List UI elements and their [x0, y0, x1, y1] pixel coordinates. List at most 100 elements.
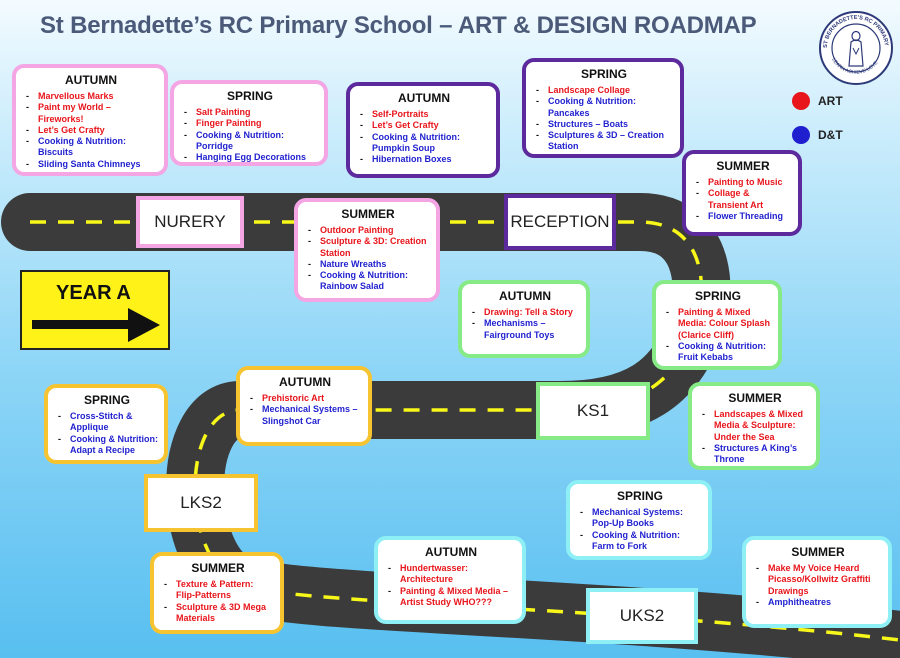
bubble-heading: SUMMER	[728, 391, 782, 405]
bubble-nursery-autumn: AUTUMN Marvellous MarksPaint my World – F…	[12, 64, 168, 176]
bubble-uks2-autumn: AUTUMN Hundertwasser: ArchitecturePaintin…	[374, 536, 526, 624]
list-item: Amphitheatres	[756, 597, 882, 609]
stage-reception: RECEPTION	[504, 194, 616, 250]
bubble-nursery-spring: SPRING Salt PaintingFinger PaintingCookin…	[170, 80, 328, 166]
bubble-ks1-spring: SPRING Painting & Mixed Media: Colour Spl…	[652, 280, 782, 370]
list-item: Mechanical Systems: Pop-Up Books	[580, 507, 702, 530]
list-item: Salt Painting	[184, 107, 318, 119]
bubble-nursery-summer: SUMMER Outdoor PaintingSculpture & 3D: Cr…	[294, 198, 440, 302]
bubble-heading: SPRING	[226, 89, 273, 103]
list-item: Mechanical Systems – Slingshot Car	[250, 404, 362, 427]
bubble-list: Drawing: Tell a StoryMechanisms – Fairgr…	[470, 307, 580, 341]
bubble-heading: AUTUMN	[425, 545, 477, 559]
stage-uks2: UKS2	[586, 588, 698, 644]
list-item: Finger Painting	[184, 118, 318, 130]
bubble-heading: AUTUMN	[65, 73, 117, 87]
list-item: Painting & Mixed Media: Colour Splash (C…	[666, 307, 772, 341]
bubble-list: Outdoor PaintingSculpture & 3D: Creation…	[306, 225, 430, 293]
bubble-list: Marvellous MarksPaint my World – Firewor…	[24, 91, 158, 170]
bubble-lks2-autumn: AUTUMN Prehistoric ArtMechanical Systems …	[236, 366, 372, 446]
bubble-uks2-spring: SPRING Mechanical Systems: Pop-Up BooksCo…	[566, 480, 712, 560]
bubble-list: Landscapes & Mixed Media & Sculpture: Un…	[700, 409, 810, 465]
bubble-reception-autumn: AUTUMN Self-PortraitsLet’s Get CraftyCook…	[346, 82, 500, 178]
bubble-heading: SUMMER	[791, 545, 845, 559]
list-item: Make My Voice Heard Picasso/Kollwitz Gra…	[756, 563, 882, 597]
list-item: Painting to Music	[696, 177, 792, 189]
art-dot-icon	[792, 92, 810, 110]
list-item: Hanging Egg Decorations	[184, 152, 318, 164]
list-item: Sculptures & 3D – Creation Station	[536, 130, 674, 153]
list-item: Sliding Santa Chimneys	[26, 159, 158, 171]
stage-lks2: LKS2	[144, 474, 258, 532]
list-item: Cooking & Nutrition: Pumpkin Soup	[360, 132, 490, 155]
list-item: Cooking & Nutrition: Fruit Kebabs	[666, 341, 772, 364]
bubble-uks2-summer: SUMMER Make My Voice Heard Picasso/Kollwi…	[742, 536, 892, 628]
list-item: Cooking & Nutrition: Biscuits	[26, 136, 158, 159]
page-title: St Bernadette’s RC Primary School – ART …	[40, 12, 757, 39]
list-item: Hundertwasser: Architecture	[388, 563, 516, 586]
dt-dot-icon	[792, 126, 810, 144]
list-item: Landscape Collage	[536, 85, 674, 97]
bubble-list: Landscape CollageCooking & Nutrition: Pa…	[534, 85, 674, 153]
list-item: Cooking & Nutrition: Adapt a Recipe	[58, 434, 158, 457]
bubble-lks2-spring: SPRING Cross-Stitch & AppliqueCooking & N…	[44, 384, 168, 464]
bubble-lks2-summer: SUMMER Texture & Pattern: Flip-PatternsSc…	[150, 552, 284, 634]
stage-ks1: KS1	[536, 382, 650, 440]
list-item: Cooking & Nutrition: Pancakes	[536, 96, 674, 119]
list-item: Structures – Boats	[536, 119, 674, 131]
list-item: Cooking & Nutrition: Farm to Fork	[580, 530, 702, 553]
list-item: Cooking & Nutrition: Porridge	[184, 130, 318, 153]
bubble-heading: AUTUMN	[279, 375, 331, 389]
stage-nursery: NURERY	[136, 196, 244, 248]
list-item: Nature Wreaths	[308, 259, 430, 271]
bubble-list: Prehistoric ArtMechanical Systems – Slin…	[248, 393, 362, 427]
bubble-list: Mechanical Systems: Pop-Up BooksCooking …	[578, 507, 702, 552]
list-item: Outdoor Painting	[308, 225, 430, 237]
bubble-list: Make My Voice Heard Picasso/Kollwitz Gra…	[754, 563, 882, 608]
list-item: Prehistoric Art	[250, 393, 362, 405]
list-item: Painting & Mixed Media – Artist Study WH…	[388, 586, 516, 609]
list-item: Sculpture & 3D Mega Materials	[164, 602, 274, 625]
list-item: Self-Portraits	[360, 109, 490, 121]
bubble-reception-spring: SPRING Landscape CollageCooking & Nutriti…	[522, 58, 684, 158]
bubble-list: Salt PaintingFinger PaintingCooking & Nu…	[182, 107, 318, 164]
bubble-ks1-autumn: AUTUMN Drawing: Tell a StoryMechanisms – …	[458, 280, 590, 358]
list-item: Landscapes & Mixed Media & Sculpture: Un…	[702, 409, 810, 443]
bubble-list: Self-PortraitsLet’s Get CraftyCooking & …	[358, 109, 490, 166]
list-item: Marvellous Marks	[26, 91, 158, 103]
list-item: Paint my World – Fireworks!	[26, 102, 158, 125]
list-item: Cooking & Nutrition: Rainbow Salad	[308, 270, 430, 293]
bubble-heading: SPRING	[616, 489, 663, 503]
list-item: Collage & Transient Art	[696, 188, 792, 211]
list-item: Structures A King’s Throne	[702, 443, 810, 466]
list-item: Cross-Stitch & Applique	[58, 411, 158, 434]
list-item: Sculpture & 3D: Creation Station	[308, 236, 430, 259]
list-item: Hibernation Boxes	[360, 154, 490, 166]
legend-art: ART	[792, 92, 843, 110]
bubble-heading: SPRING	[83, 393, 130, 407]
bubble-list: Painting to MusicCollage & Transient Art…	[694, 177, 792, 222]
bubble-list: Painting & Mixed Media: Colour Splash (C…	[664, 307, 772, 363]
bubble-heading: SUMMER	[341, 207, 395, 221]
bubble-heading: AUTUMN	[398, 91, 450, 105]
list-item: Let’s Get Crafty	[26, 125, 158, 137]
year-a-sign: YEAR A	[20, 270, 170, 350]
legend-dt: D&T	[792, 126, 843, 144]
list-item: Flower Threading	[696, 211, 792, 223]
list-item: Drawing: Tell a Story	[472, 307, 580, 319]
right-arrow-icon	[32, 308, 160, 342]
bubble-reception-summer: SUMMER Painting to MusicCollage & Transie…	[682, 150, 802, 236]
bubble-ks1-summer: SUMMER Landscapes & Mixed Media & Sculptu…	[688, 382, 820, 470]
school-logo: ST BERNADETTE'S RC PRIMARY SCHOOL LEARN …	[818, 10, 893, 85]
bubble-heading: AUTUMN	[499, 289, 551, 303]
bubble-heading: SUMMER	[716, 159, 770, 173]
bubble-list: Texture & Pattern: Flip-PatternsSculptur…	[162, 579, 274, 624]
list-item: Texture & Pattern: Flip-Patterns	[164, 579, 274, 602]
list-item: Mechanisms – Fairground Toys	[472, 318, 580, 341]
bubble-list: Hundertwasser: ArchitecturePainting & Mi…	[386, 563, 516, 608]
bubble-heading: SUMMER	[191, 561, 245, 575]
list-item: Let’s Get Crafty	[360, 120, 490, 132]
bubble-heading: SPRING	[694, 289, 741, 303]
bubble-heading: SPRING	[580, 67, 627, 81]
bubble-list: Cross-Stitch & AppliqueCooking & Nutriti…	[56, 411, 158, 456]
